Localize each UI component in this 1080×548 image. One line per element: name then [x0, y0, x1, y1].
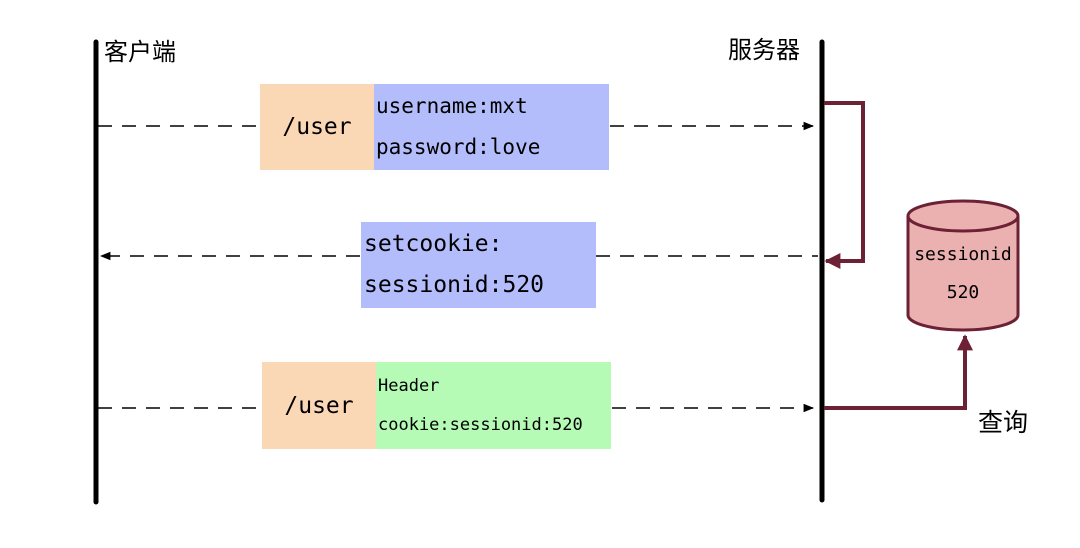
session-store-cylinder: [906, 199, 1020, 332]
login-credentials-box: [374, 84, 609, 170]
set-cookie-box: [361, 222, 596, 308]
set-cookie-line2: sessionid:520: [364, 272, 544, 298]
client-label: 客户端: [104, 38, 176, 66]
server-loop-arrow: [824, 101, 865, 269]
login-password: password:love: [376, 135, 540, 159]
server-label: 服务器: [728, 36, 800, 64]
session-store-line2: 520: [947, 282, 980, 303]
login-path-label: /user: [282, 114, 351, 140]
session-store-line1: sessionid: [914, 244, 1012, 265]
cookie-header-title: Header: [378, 376, 439, 396]
login-username: username:mxt: [376, 94, 528, 118]
cookie-path-box: [262, 362, 376, 449]
login-path-box: [260, 84, 374, 170]
cookie-path-label: /user: [284, 393, 353, 419]
cookie-header-value: cookie:sessionid:520: [378, 415, 583, 435]
query-label: 查询: [978, 408, 1028, 437]
query-arrow: [824, 334, 973, 410]
cookie-header-box: [376, 362, 611, 449]
set-cookie-line1: setcookie:: [364, 231, 502, 257]
